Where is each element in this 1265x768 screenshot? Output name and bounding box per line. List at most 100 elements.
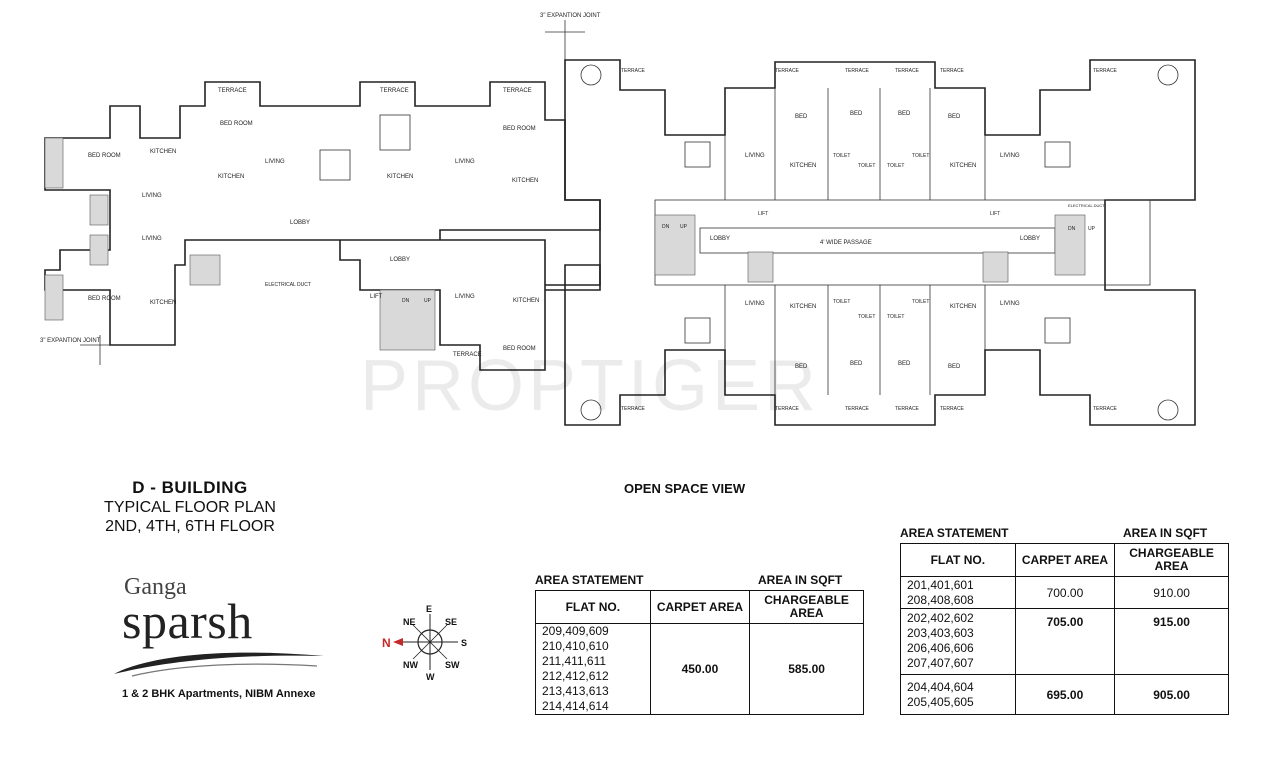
room-terrace-11: TERRACE [621,406,646,412]
open-space-view-label: OPEN SPACE VIEW [624,481,746,496]
room-terrace-1: TERRACE [218,88,247,94]
room-kitchen-1: KITCHEN [150,149,176,155]
left-wing: BED ROOM KITCHEN LIVING LIVING BED ROOM … [44,81,601,371]
col-flat-no: FLAT NO. [900,543,1016,577]
chargeable-area-value: 915.00 [1114,608,1229,675]
room-kitchen-9: KITCHEN [790,304,816,310]
flat-number: 202,402,602 [907,611,974,625]
lobby-center-1: LOBBY [710,236,730,242]
room-terrace-9: TERRACE [940,68,965,74]
electrical-duct-left: ELECTRICAL DUCT [265,282,311,288]
room-terrace-15: TERRACE [940,406,965,412]
compass-n: N [382,636,391,650]
expansion-joint-label-left: 3" EXPANTION JOINT [40,338,101,344]
carpet-area-value: 705.00 [1014,608,1116,675]
brand-sparsh-text: sparsh [122,593,253,649]
col-flat-no: FLAT NO. [535,590,651,624]
carpet-area-value: 450.00 [649,623,751,715]
room-terrace-3: TERRACE [503,88,532,94]
room-bed-room-5: BED ROOM [503,346,536,352]
passage-label: 4' WIDE PASSAGE [820,240,872,246]
room-toilet-3: TOILET [887,163,904,169]
expansion-joint-left: 3" EXPANTION JOINT [40,335,120,365]
area-statement-heading-right: AREA STATEMENT [900,526,1009,540]
table-row: 209,409,609 210,410,610 211,411,611 212,… [535,623,864,715]
compass-sw: SW [445,660,460,670]
room-bed-1: BED [795,114,808,120]
room-living-6: LIVING [745,153,765,159]
right-wing: TERRACE TERRACE TERRACE TERRACE TERRACE … [564,59,1196,426]
area-statement-right: AREA STATEMENT AREA IN SQFT FLAT NO. CAR… [900,526,1230,716]
area-statement-left: AREA STATEMENT AREA IN SQFT FLAT NO. CAR… [535,573,865,715]
room-bed-6: BED [850,361,863,367]
flat-number: 210,410,610 [542,639,609,653]
room-bed-3: BED [898,111,911,117]
room-toilet-1: TOILET [833,153,850,159]
stair-up-left: UP [424,298,432,304]
room-living-5: LIVING [455,294,475,300]
room-kitchen-3: KITCHEN [218,174,244,180]
room-toilet-5: TOILET [833,299,850,305]
flat-number: 212,412,612 [542,669,609,683]
table-row: 201,401,601 208,408,608 700.00 910.00 [900,576,1229,609]
plan-subtitle: TYPICAL FLOOR PLAN [104,499,276,516]
room-toilet-2: TOILET [858,163,875,169]
brand-ganga-text: Ganga [124,574,187,600]
brand-logo: Ganga sparsh 1 & 2 BHK Apartments, NIBM … [112,570,342,700]
flat-number: 209,409,609 [542,624,609,638]
room-bed-room-4: BED ROOM [503,126,536,132]
lobby-center-2: LOBBY [1020,236,1040,242]
room-terrace-2: TERRACE [380,88,409,94]
room-bed-room-3: BED ROOM [220,121,253,127]
flat-number: 207,407,607 [907,656,974,670]
room-toilet-7: TOILET [887,314,904,320]
room-living-3: LIVING [265,159,285,165]
flat-list: 204,404,604 205,405,605 [900,674,1016,715]
room-kitchen-6: KITCHEN [513,298,539,304]
stair-dn-right: DN [1068,226,1076,232]
room-kitchen-4: KITCHEN [387,174,413,180]
flat-number: 205,405,605 [907,694,974,709]
col-chargeable-area: CHARGEABLE AREA [1114,543,1229,577]
floor-subtitle: 2ND, 4TH, 6TH FLOOR [105,518,275,535]
room-toilet-4: TOILET [912,153,929,159]
area-statement-heading: AREA STATEMENT [535,573,644,587]
room-terrace-6: TERRACE [775,68,800,74]
area-sqft-heading: AREA IN SQFT [758,573,843,587]
flat-number: 213,413,613 [542,684,609,698]
compass-e: E [426,604,433,614]
room-terrace-14: TERRACE [895,406,920,412]
stair-dn-left: DN [402,298,410,304]
room-bed-room-1: BED ROOM [88,153,121,159]
flat-number: 208,408,608 [907,592,974,607]
lift-left: LIFT [370,294,383,300]
compass-se: SE [445,617,458,627]
room-bed-4: BED [948,114,961,120]
room-terrace-12: TERRACE [775,406,800,412]
room-terrace-10: TERRACE [1093,68,1118,74]
room-bed-room-2: BED ROOM [88,296,121,302]
lobby-left-2: LOBBY [390,257,410,263]
room-terrace-7: TERRACE [845,68,870,74]
chargeable-area-value: 910.00 [1114,576,1229,609]
flat-number: 214,414,614 [542,699,609,713]
room-bed-7: BED [898,361,911,367]
room-kitchen-8: KITCHEN [950,163,976,169]
compass-icon [393,614,458,670]
compass-rose: E NE SE N S NW SW W [375,600,485,685]
room-bed-8: BED [948,364,961,370]
compass-w: W [426,672,435,682]
lift-center-2: LIFT [990,211,1000,217]
chargeable-area-value: 905.00 [1114,674,1229,715]
area-table-left-header: FLAT NO. CARPET AREA CHARGEABLE AREA [535,590,864,624]
room-terrace-5: TERRACE [621,68,646,74]
room-bed-2: BED [850,111,863,117]
flat-list: 201,401,601 208,408,608 [900,576,1016,609]
room-terrace-13: TERRACE [845,406,870,412]
flat-number: 201,401,601 [907,577,974,592]
room-terrace-4: TERRACE [453,352,482,358]
flat-number: 211,411,611 [542,654,607,668]
electrical-duct-right: ELECTRICAL DUCT [1068,203,1105,208]
compass-nw: NW [403,660,418,670]
